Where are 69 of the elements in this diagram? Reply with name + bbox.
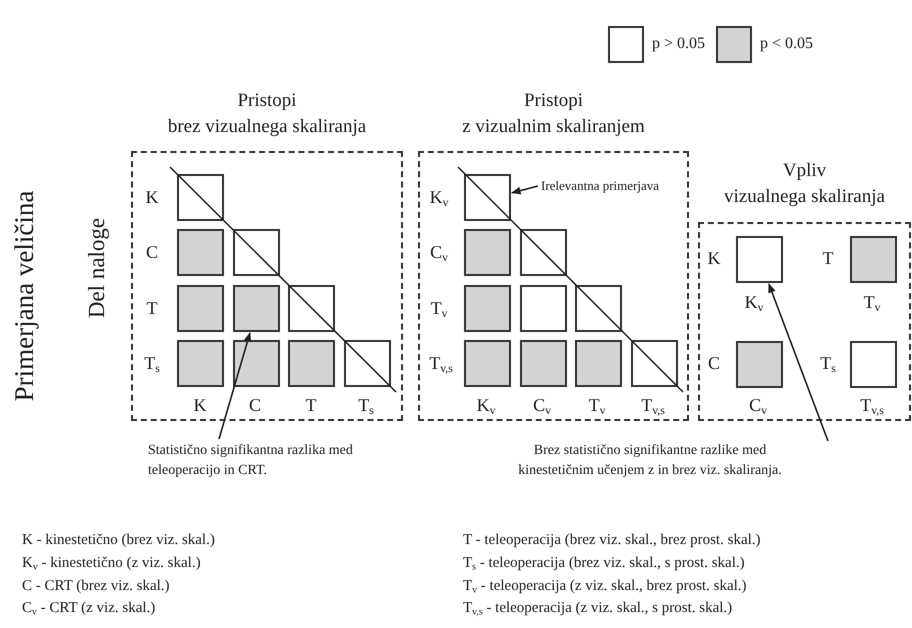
matrix-square — [288, 340, 335, 387]
panel-heading: Pristopi brez vizualnega skaliranja — [166, 89, 368, 139]
matrix-square — [464, 174, 511, 221]
axis-label: T — [306, 395, 316, 415]
axis-label: T$_{v,s}$ — [860, 395, 884, 415]
axis-label: K — [708, 248, 720, 268]
definition-text: T - teleoperacija (brez viz. skal., brez prost. skal.) — [463, 531, 761, 549]
matrix-square — [520, 340, 567, 387]
axis-label: T — [146, 298, 158, 318]
axis-label: K — [146, 187, 158, 207]
axis-label: C — [146, 242, 158, 262]
leader-line — [511, 185, 538, 194]
definition-text: T$_{s}$ - teleoperacija (brez viz. skal., s prost. skal.) — [463, 554, 745, 572]
matrix-square — [464, 285, 511, 332]
panel-heading: Vpliv vizualnega skaliranja — [723, 159, 886, 209]
axis-title: Primerjana veličina — [9, 190, 39, 402]
panel-heading: Pristopi z vizualnim skaliranjem — [461, 89, 646, 139]
matrix-square — [177, 285, 224, 332]
axis-label: C — [249, 395, 261, 415]
definition-text: C$_{v}$ - CRT (z viz. skal.) — [22, 599, 156, 617]
matrix-square — [850, 236, 897, 283]
definition-text: C - CRT (brez viz. skal.) — [22, 577, 170, 595]
matrix-square — [520, 229, 567, 276]
matrix-square — [288, 285, 335, 332]
axis-label: K — [194, 395, 206, 415]
leader-line — [218, 332, 252, 440]
legend-text: p < 0.05 — [760, 35, 814, 53]
axis-label: T$_{s}$ — [820, 353, 836, 373]
axis-label: T$_{s}$ — [144, 353, 160, 373]
matrix-square — [850, 341, 897, 388]
matrix-square — [464, 340, 511, 387]
axis-label: T$_{v}$ — [430, 298, 448, 318]
matrix-square — [177, 340, 224, 387]
axis-label: C$_{v}$ — [430, 242, 448, 262]
axis-label: T$_{v,s}$ — [429, 353, 453, 373]
axis-label: K$_{v}$ — [476, 395, 496, 415]
axis-title: Del naloge — [83, 218, 110, 318]
definition-text: T$_{v,s}$ - teleoperacija (z viz. skal., s prost. skal.) — [463, 599, 732, 617]
matrix-square — [575, 340, 622, 387]
definition-text: K$_{v}$ - kinestetično (z viz. skal.) — [22, 554, 201, 572]
leader-line — [768, 283, 829, 442]
matrix-square — [177, 229, 224, 276]
matrix-square — [344, 340, 391, 387]
axis-label: C$_{v}$ — [749, 395, 767, 415]
matrix-square — [464, 229, 511, 276]
matrix-square — [233, 285, 280, 332]
axis-label: T$_{v,s}$ — [641, 395, 665, 415]
matrix-square — [520, 285, 567, 332]
matrix-square — [736, 236, 783, 283]
matrix-square — [233, 340, 280, 387]
callout-text: Irelevantna primerjava — [541, 176, 691, 196]
axis-label: K$_{v}$ — [430, 187, 448, 207]
definition-text: K - kinestetično (brez viz. skal.) — [22, 531, 215, 549]
axis-label: T$_{s}$ — [358, 395, 374, 415]
axis-label: C$_{v}$ — [533, 395, 551, 415]
matrix-square — [736, 341, 783, 388]
axis-label: T — [822, 248, 834, 268]
matrix-square — [177, 174, 224, 221]
axis-label: K$_{v}$ — [744, 292, 764, 312]
matrix-square — [575, 285, 622, 332]
axis-label: T$_{v}$ — [588, 395, 606, 415]
annotation-text: Statistično signifikantna razlika med teleoperacijo in CRT. — [148, 441, 398, 481]
axis-label: T$_{v}$ — [864, 292, 880, 312]
axis-label: C — [708, 353, 720, 373]
matrix-square — [233, 229, 280, 276]
legend-text: p > 0.05 — [652, 35, 706, 53]
matrix-square — [631, 340, 678, 387]
annotation-text: Brez statistično signifikantne razlike med kinestetičnim učenjem z in brez viz. skaliranja. — [500, 441, 800, 481]
definition-text: T$_{v}$ - teleoperacija (z viz. skal., brez prost. skal.) — [463, 577, 747, 595]
